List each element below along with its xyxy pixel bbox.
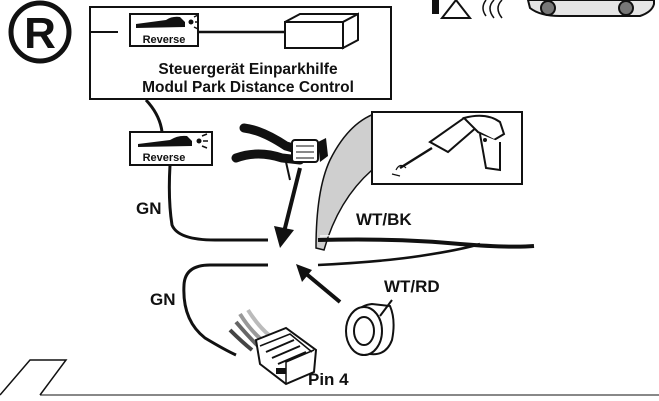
control-unit-line2: Modul Park Distance Control [142,79,354,96]
footer-parallelogram [0,359,659,396]
warning-triangle-icon [432,0,503,19]
wire-label-wt-bk: WT/BK [356,210,412,229]
soldering-iron-icon [391,114,506,177]
connector-plug-icon [228,308,318,386]
reverse-label-mid: Reverse [143,152,186,164]
arrow-tape [296,264,342,304]
tape-roll-icon [345,299,395,356]
wire-label-gn-lower: GN [150,290,176,309]
wire-stripper-icon [231,123,328,181]
reverse-car-icon: Reverse [129,13,199,47]
arrow-strip [274,167,302,248]
connector-pin-label: Pin 4 [308,370,349,389]
vehicle-icon [526,0,655,17]
wire-label-gn-upper: GN [136,199,162,218]
control-unit-box-icon [284,12,359,50]
control-unit-panel: Reverse Steuergerät Einparkhilfe Modul P… [89,6,392,100]
control-unit-line1: Steuergerät Einparkhilfe [158,61,338,78]
solder-panel [315,110,523,251]
reverse-car-icon: Reverse [129,131,213,166]
badge-letter: R [24,9,56,58]
wire-label-wt-rd: WT/RD [384,277,440,296]
registered-badge-icon: R [8,0,72,64]
reverse-label-top: Reverse [143,34,186,46]
